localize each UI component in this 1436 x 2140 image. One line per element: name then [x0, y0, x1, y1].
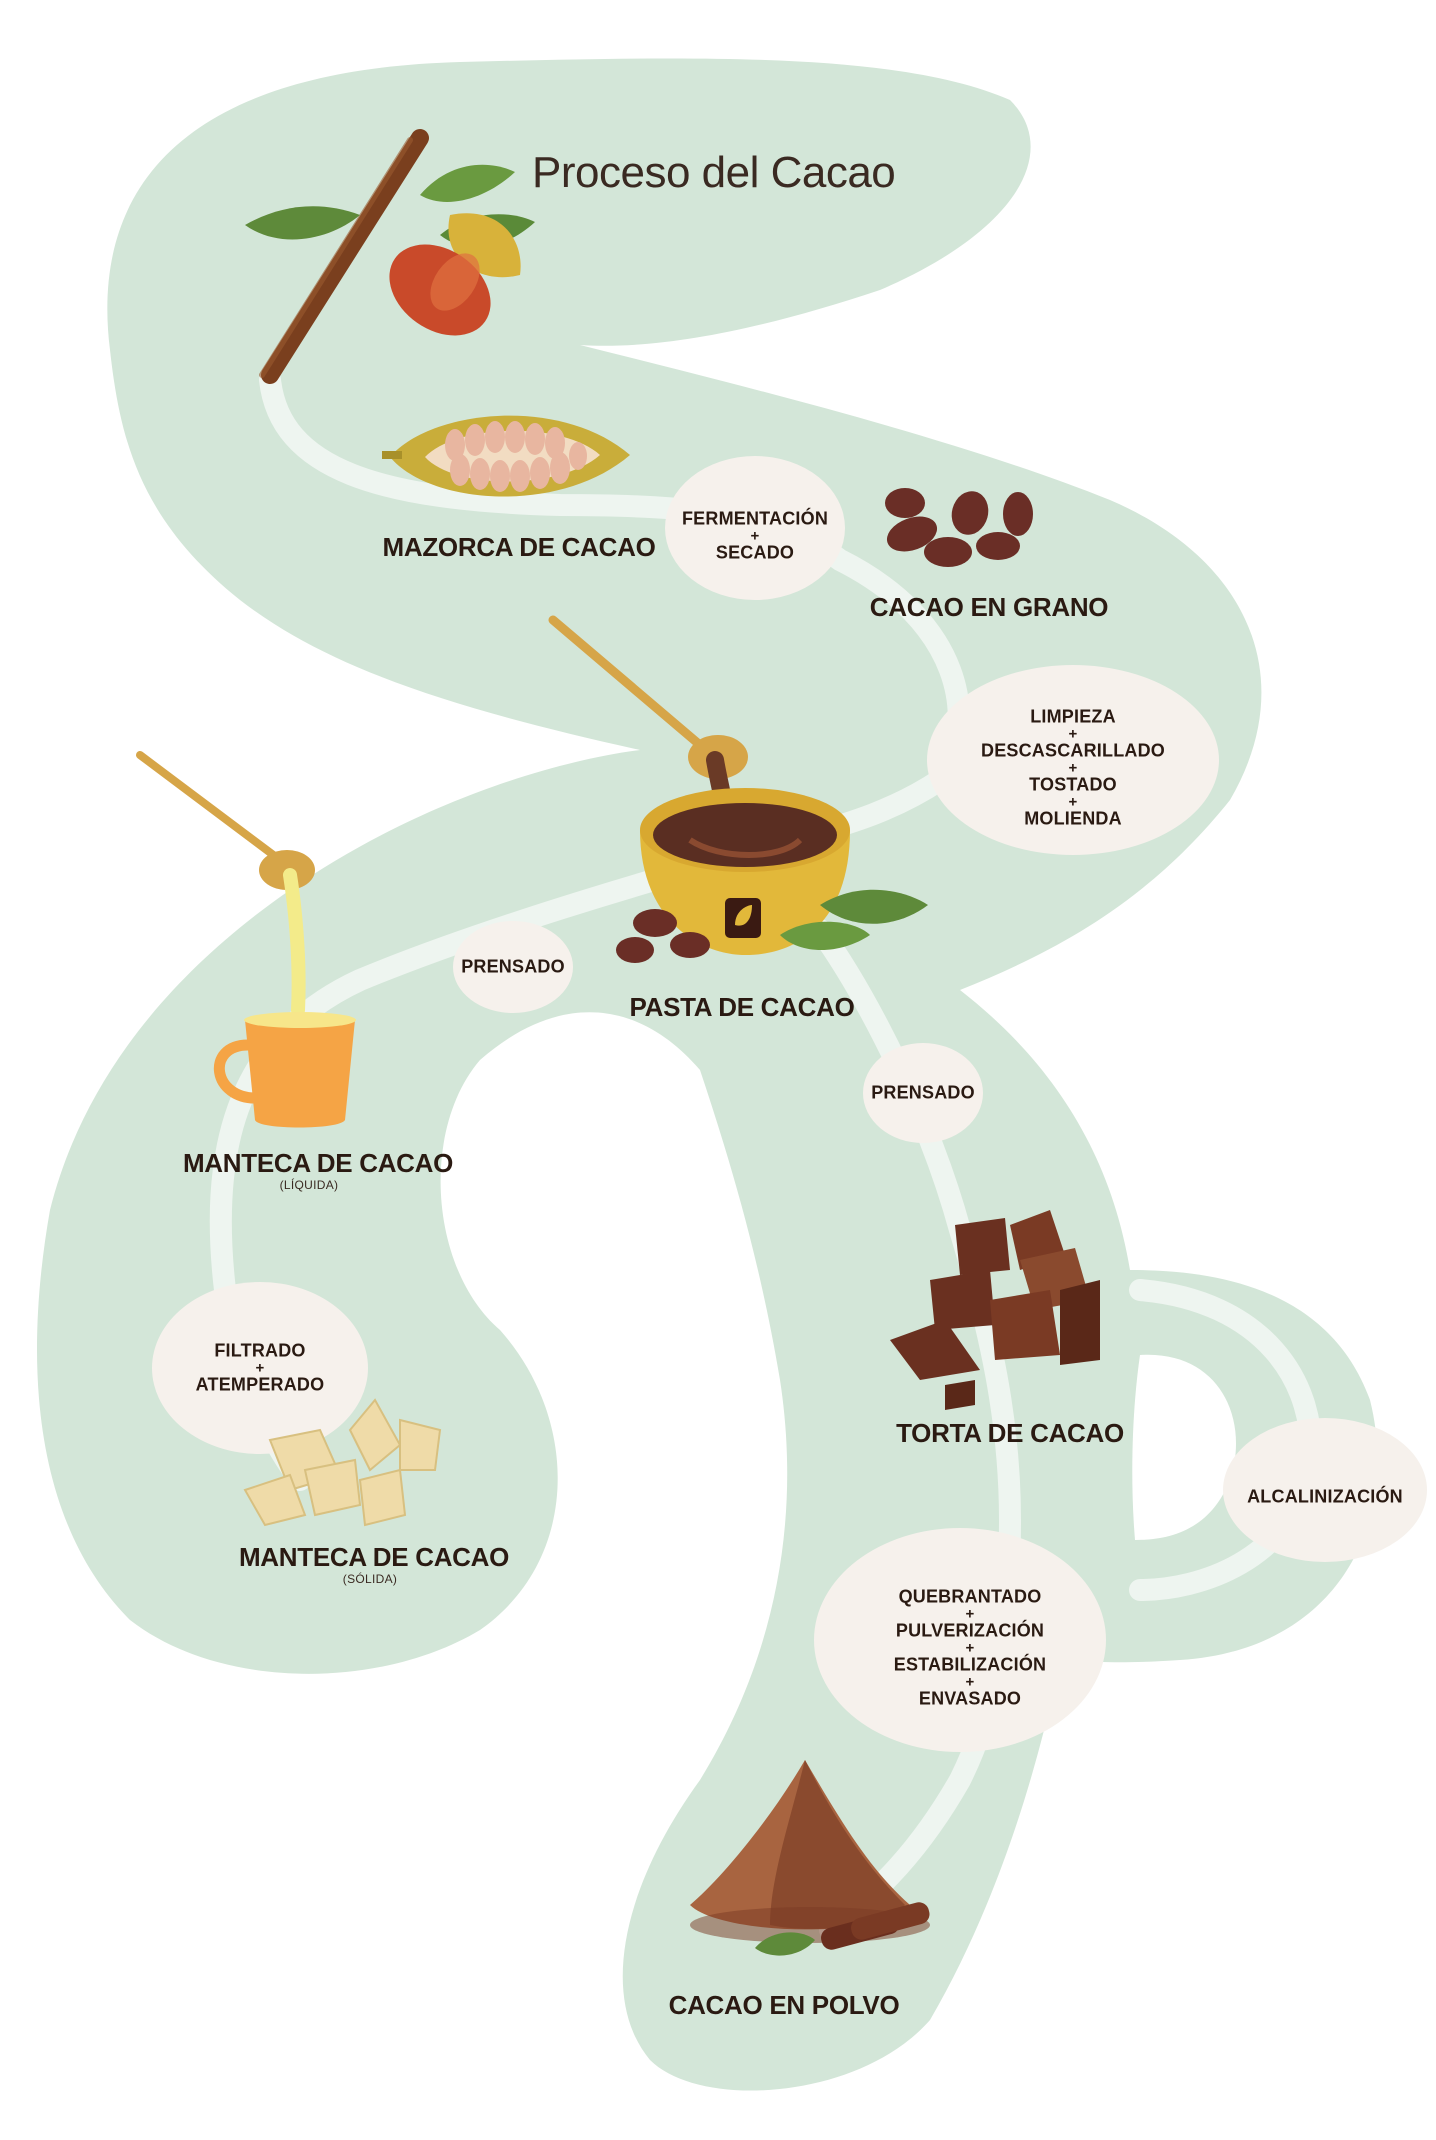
step-text: PRENSADO: [461, 956, 565, 977]
step-alcalinizacion: ALCALINIZACIÓN: [1247, 1486, 1403, 1507]
bubble-fermentacion: [665, 456, 845, 600]
label-polvo: CACAO EN POLVO: [668, 1990, 900, 2020]
note-manteca-solida: (SÓLIDA): [342, 1572, 398, 1586]
step-text: TOSTADO: [1029, 774, 1117, 795]
cacao-branch-illustration: [245, 129, 535, 384]
step-quebrantado: QUEBRANTADO + PULVERIZACIÓN + ESTABILIZA…: [893, 1586, 1047, 1709]
step-text: QUEBRANTADO: [898, 1586, 1042, 1607]
step-text: ATEMPERADO: [195, 1374, 325, 1395]
cacao-beans-illustration: [885, 488, 1033, 567]
step-text: PRENSADO: [871, 1082, 975, 1103]
page-title: Proceso del Cacao: [532, 148, 896, 197]
label-cacao-grano: CACAO EN GRANO: [869, 592, 1109, 622]
step-plus: +: [1068, 759, 1078, 777]
bubble-limpieza: [927, 665, 1219, 855]
step-fermentacion: FERMENTACIÓN + SECADO: [681, 508, 829, 563]
bubble-prensado-right: [863, 1043, 983, 1143]
note-manteca-liquida: (LÍQUIDA): [279, 1178, 339, 1192]
step-limpieza: LIMPIEZA + DESCASCARILLADO + TOSTADO + M…: [980, 706, 1166, 829]
step-prensado-right: PRENSADO: [871, 1082, 975, 1103]
step-text: ESTABILIZACIÓN: [893, 1654, 1047, 1675]
bubble-alcalinizacion: [1223, 1418, 1427, 1562]
step-filtrado: FILTRADO + ATEMPERADO: [195, 1340, 325, 1395]
label-torta: TORTA DE CACAO: [896, 1418, 1124, 1448]
step-text: ENVASADO: [918, 1688, 1022, 1709]
label-manteca-liquida: MANTECA DE CACAO: [182, 1148, 454, 1178]
step-text: LIMPIEZA: [1030, 706, 1116, 727]
step-plus: +: [965, 1673, 975, 1691]
step-plus: +: [965, 1639, 975, 1657]
step-text: ALCALINIZACIÓN: [1247, 1486, 1403, 1507]
label-pasta: PASTA DE CACAO: [629, 992, 855, 1022]
step-plus: +: [1068, 793, 1078, 811]
manteca-liquida-illustration: [136, 751, 356, 1128]
mazorca-illustration: [382, 415, 630, 497]
step-text: SECADO: [715, 542, 795, 563]
step-text: FILTRADO: [214, 1340, 306, 1361]
bubble-prensado-left: [453, 921, 573, 1013]
step-plus: +: [255, 1359, 265, 1377]
step-plus: +: [750, 527, 760, 545]
label-manteca-solida: MANTECA DE CACAO: [238, 1542, 510, 1572]
step-plus: +: [1068, 725, 1078, 743]
manteca-solida-illustration: [243, 1398, 442, 1527]
bubble-quebrantado: [814, 1528, 1106, 1752]
step-text: DESCASCARILLADO: [980, 740, 1166, 761]
step-prensado-left: PRENSADO: [461, 956, 565, 977]
bubble-filtrado: [152, 1282, 368, 1454]
green-path: [36, 58, 1378, 2091]
step-plus: +: [965, 1605, 975, 1623]
pasta-bowl-illustration: [548, 615, 928, 963]
torta-illustration: [890, 1210, 1100, 1410]
step-text: FERMENTACIÓN: [681, 508, 829, 529]
label-mazorca: MAZORCA DE CACAO: [382, 532, 656, 562]
step-bubbles: [152, 456, 1427, 1752]
polvo-illustration: [690, 1760, 930, 1956]
cinnamon-sticks: [821, 1902, 930, 1950]
step-text: PULVERIZACIÓN: [895, 1620, 1045, 1641]
step-text: MOLIENDA: [1024, 808, 1122, 829]
